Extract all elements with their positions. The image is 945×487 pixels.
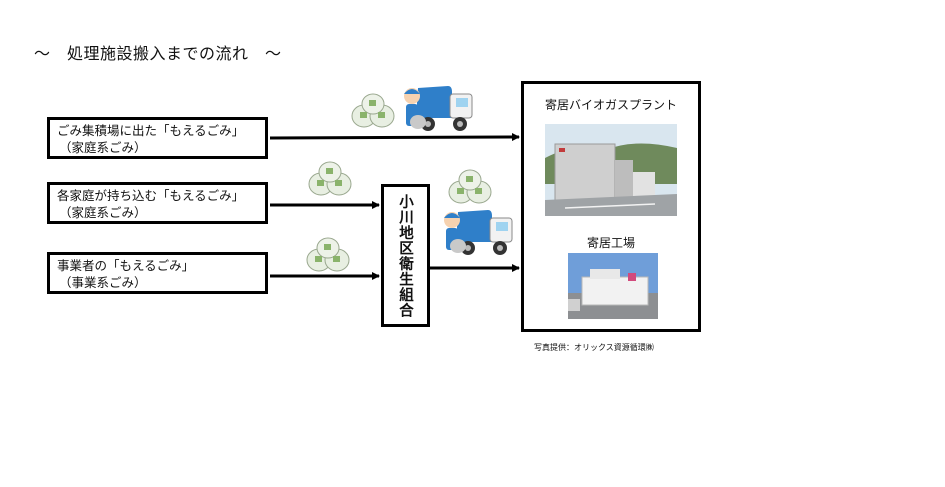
source-box-collection: ごみ集積場に出た「もえるごみ」 （家庭系ごみ） [47, 117, 268, 159]
arrow-collection-to-plant [269, 133, 520, 142]
garbage-truck-icon [404, 86, 473, 131]
photo-credit: 写真提供：オリックス資源循環㈱ [534, 343, 654, 352]
garbage-bags-icon [308, 161, 352, 196]
garbage-bags-icon [448, 169, 492, 204]
source-box-business: 事業者の「もえるごみ」 （事業系ごみ） [47, 252, 268, 294]
union-label: 小川地区衛生組合 [397, 193, 413, 318]
source-sublabel: （家庭系ごみ） [59, 140, 147, 155]
source-label: 各家庭が持ち込む「もえるごみ」 [57, 188, 245, 203]
source-box-household: 各家庭が持ち込む「もえるごみ」 （家庭系ごみ） [47, 182, 268, 224]
garbage-bags-icon [351, 93, 395, 128]
biogas-plant-label: 寄居バイオガスプラント [544, 98, 677, 112]
source-label: 事業者の「もえるごみ」 [57, 258, 195, 273]
biogas-plant-photo [545, 124, 677, 216]
factory-label: 寄居工場 [586, 236, 635, 250]
garbage-truck-icon [444, 210, 513, 255]
destination-box: 寄居バイオガスプラント 寄居工場 [521, 81, 701, 332]
garbage-bags-icon [306, 237, 350, 272]
source-sublabel: （家庭系ごみ） [59, 205, 147, 220]
union-box: 小川地区衛生組合 [381, 184, 430, 327]
factory-photo [568, 253, 658, 319]
source-label: ごみ集積場に出た「もえるごみ」 [57, 123, 245, 138]
source-sublabel: （事業系ごみ） [59, 275, 147, 290]
page-title: ～ 処理施設搬入までの流れ ～ [34, 44, 282, 63]
